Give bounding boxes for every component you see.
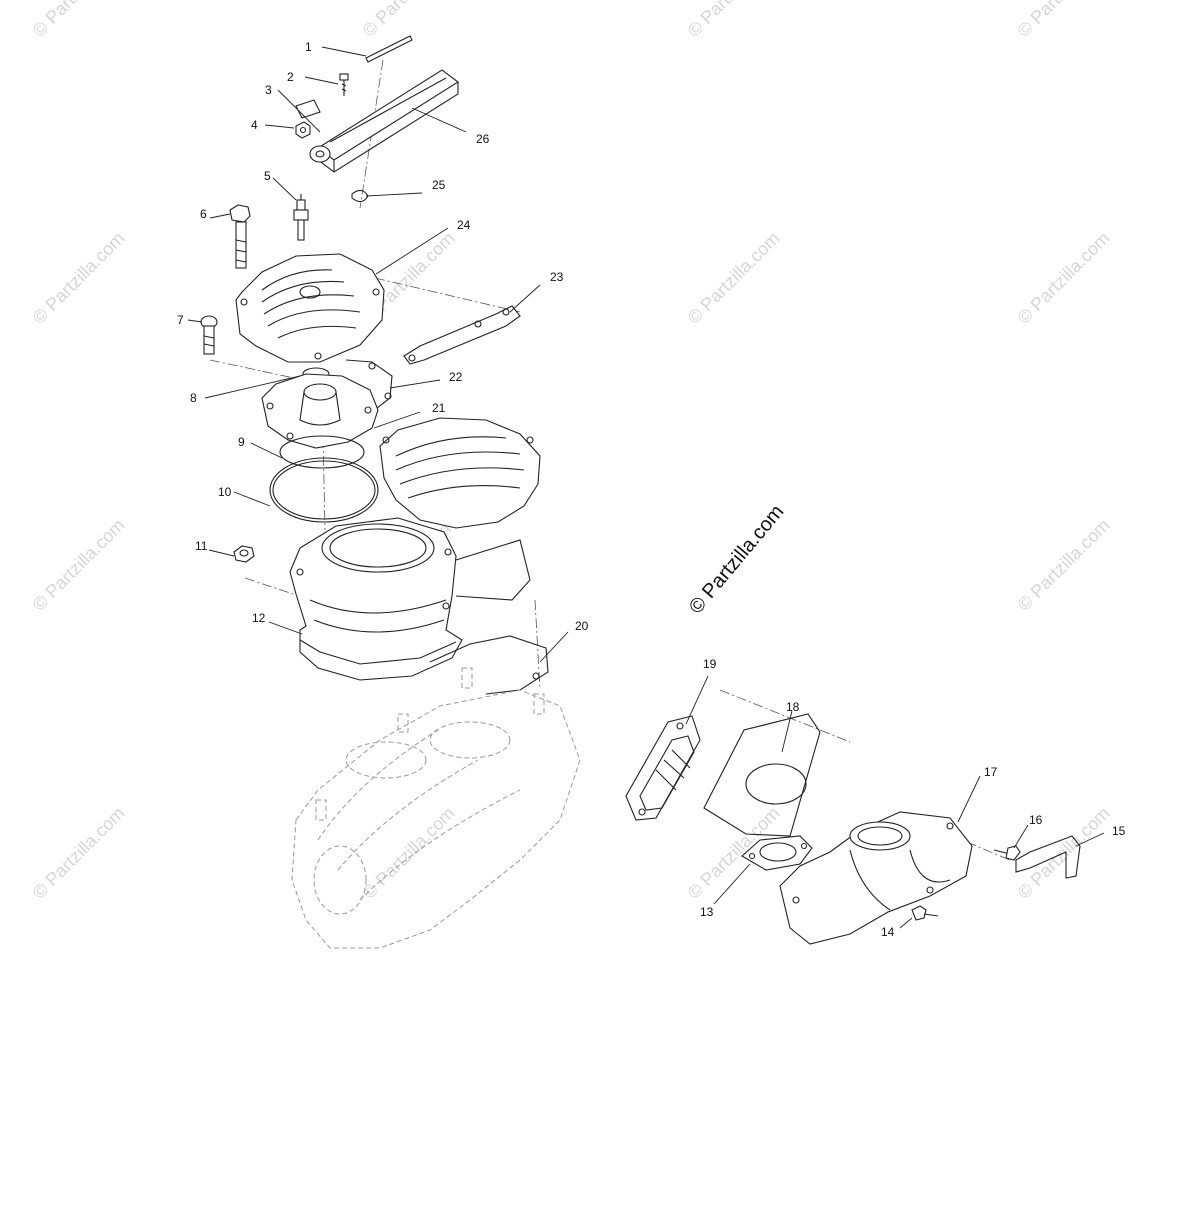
intake-manifold-part (779, 811, 973, 945)
screw-part (339, 73, 349, 96)
watermark-text: © Partzilla.com (359, 803, 459, 903)
crankcase-part (291, 667, 581, 949)
centerlines (209, 59, 1011, 861)
nut-part (295, 121, 311, 139)
callout-21: 21 (432, 401, 446, 415)
callout-12: 12 (252, 611, 266, 625)
callout-2: 2 (287, 70, 294, 84)
callout-1: 1 (305, 40, 312, 54)
callout-13: 13 (700, 905, 714, 919)
long-bolt-part (229, 204, 251, 269)
callout-22: 22 (449, 370, 463, 384)
cylinder-part (289, 517, 531, 681)
callout-19: 19 (703, 657, 717, 671)
watermark-grid: © Partzilla.com © Partzilla.com © Partzi… (29, 0, 1114, 903)
callout-23: 23 (550, 270, 564, 284)
bracket-plate-part (403, 305, 521, 365)
callout-15: 15 (1112, 824, 1126, 838)
watermark-main: © Partzilla.com (685, 501, 788, 618)
watermark-text: © Partzilla.com (29, 515, 129, 615)
callout-26: 26 (476, 132, 490, 146)
rear-cylinder-head-part (379, 417, 541, 529)
watermark-text: © Partzilla.com (684, 228, 784, 328)
plate-part (295, 99, 321, 119)
watermark-text: © Partzilla.com (29, 803, 129, 903)
strip-part (365, 35, 413, 63)
leader-lines (187, 46, 1105, 929)
watermark-text: © Partzilla.com (359, 0, 459, 41)
callout-11: 11 (195, 539, 208, 553)
cylinder-head-part (235, 253, 385, 363)
callout-25: 25 (432, 178, 446, 192)
throttle-bracket-part (1015, 835, 1081, 879)
o-ring-small-part (279, 435, 365, 469)
callout-17: 17 (984, 765, 998, 779)
watermark-text: © Partzilla.com (29, 228, 129, 328)
callout-14: 14 (881, 925, 895, 939)
clip-part (351, 189, 369, 203)
callout-5: 5 (264, 169, 271, 183)
watermark-text: © Partzilla.com (1014, 515, 1114, 615)
callout-3: 3 (265, 83, 272, 97)
water-cover-part (261, 373, 379, 449)
manifold-bolt-part (993, 845, 1021, 861)
callout-6: 6 (200, 207, 207, 221)
watermark-text: © Partzilla.com (1014, 0, 1114, 41)
intake-gasket-part (703, 713, 821, 837)
cylinder-nut-part (233, 545, 255, 563)
watermark-text: © Partzilla.com (1014, 228, 1114, 328)
spark-plug-part (293, 194, 309, 241)
callout-20: 20 (575, 619, 589, 633)
callout-16: 16 (1029, 813, 1043, 827)
callout-8: 8 (190, 391, 197, 405)
callout-labels: 1 2 3 4 5 6 7 8 9 10 11 12 13 14 15 16 1… (177, 40, 1126, 939)
watermark-text: © Partzilla.com (29, 0, 129, 41)
callout-7: 7 (177, 313, 184, 327)
callout-24: 24 (457, 218, 471, 232)
callout-18: 18 (786, 700, 800, 714)
fuel-rail-part (309, 69, 459, 173)
o-ring-large-part (269, 457, 379, 523)
small-bolt-part (911, 905, 939, 921)
callout-10: 10 (218, 485, 232, 499)
reed-valve-part (625, 715, 701, 821)
watermark-text: © Partzilla.com (684, 0, 784, 41)
flange-gasket-part (741, 835, 813, 871)
callout-9: 9 (238, 435, 245, 449)
short-bolt-part (200, 315, 218, 355)
callout-4: 4 (251, 118, 258, 132)
